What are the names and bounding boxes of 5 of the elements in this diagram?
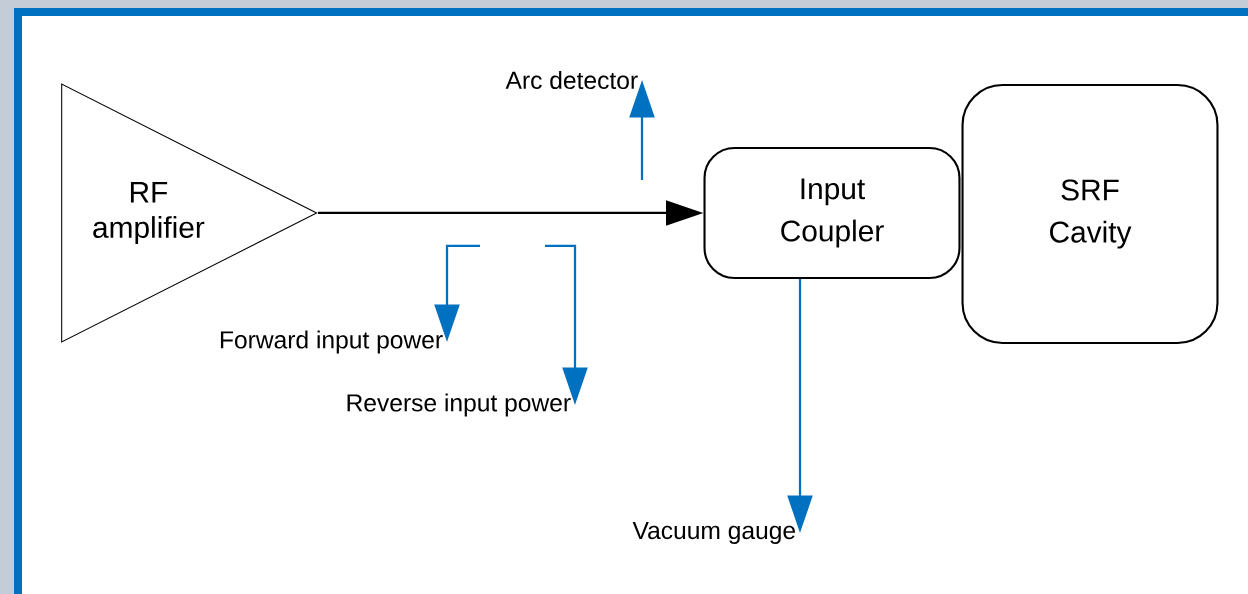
coupler-box: Input Coupler — [703, 146, 961, 280]
output-label: Arc detector — [505, 70, 638, 90]
output-label: Vacuum gauge — [632, 522, 795, 544]
cavity-box: SRF Cavity — [961, 83, 1219, 345]
output-label: Reverse input power — [347, 393, 571, 417]
